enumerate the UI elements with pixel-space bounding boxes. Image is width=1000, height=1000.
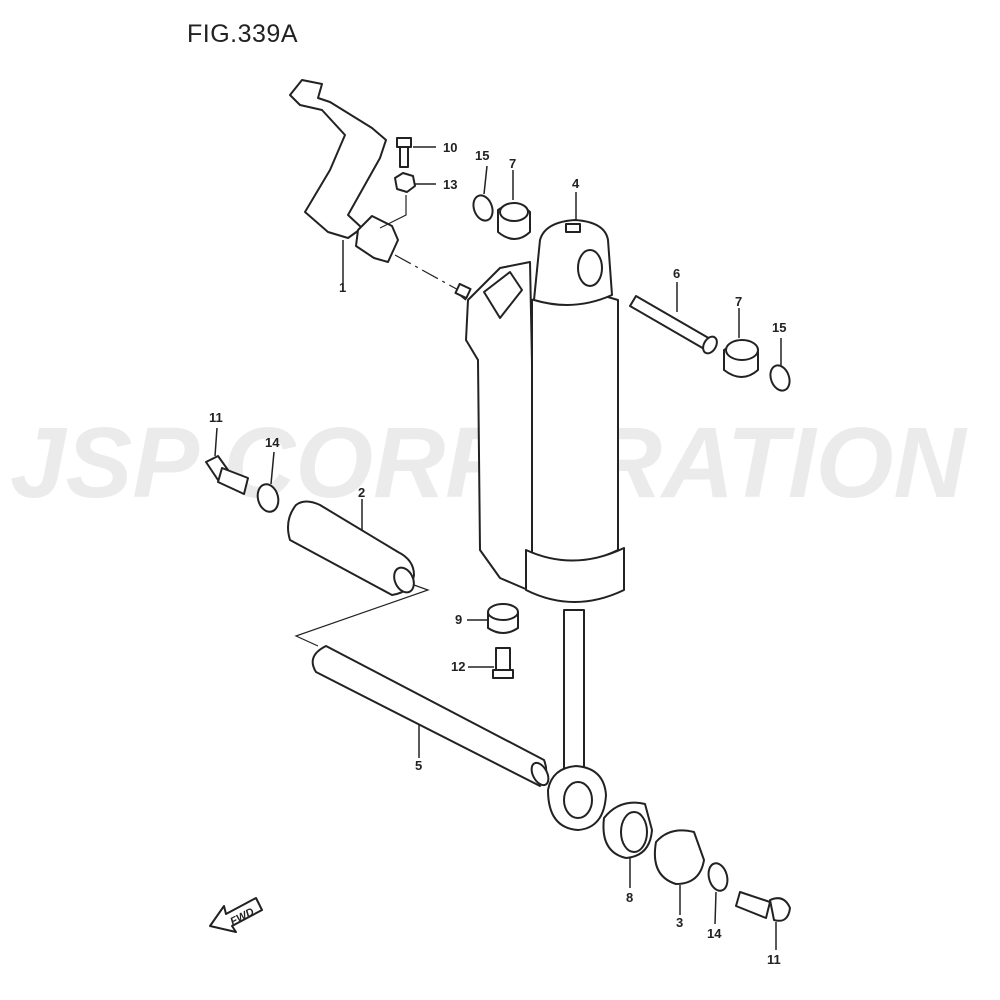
part-15-snap-ring-upper [472,194,494,222]
callout-14-left: 14 [265,435,280,450]
callout-12: 12 [451,659,465,674]
assembly-link-line [294,584,430,647]
callout-7-right: 7 [735,294,742,309]
callout-6: 6 [673,266,680,281]
part-11-bolt-left [205,455,249,495]
fwd-label: FWD [228,906,256,928]
callout-1: 1 [339,280,346,295]
part-13-nut [394,172,416,193]
part-7-bushing-upper [497,202,531,240]
callout-4: 4 [572,176,580,191]
part-15-snap-ring-right [769,364,791,392]
figure-title: FIG.339A [187,20,298,48]
callout-15-upper: 15 [475,148,489,163]
callout-8: 8 [626,890,633,905]
part-10-bolt [396,137,412,168]
callout-3: 3 [676,915,683,930]
callout-15-right: 15 [772,320,786,335]
callout-7-upper: 7 [509,156,516,171]
leader-lines [214,146,782,950]
callout-13: 13 [443,177,457,192]
part-9-collar [487,603,519,634]
part-14-washer-left [256,483,280,513]
callout-11-right: 11 [767,952,781,967]
part-8-bushing [602,801,653,859]
trim-cylinder-assembly [454,219,625,831]
part-6-pin [629,295,718,355]
callout-10: 10 [443,140,457,155]
part-2-sleeve [287,500,415,596]
fwd-arrow-icon [209,897,263,933]
part-11-bolt-right [735,891,791,922]
callout-2: 2 [358,485,365,500]
callout-14-right: 14 [707,926,722,941]
part-1-bracket [289,79,463,293]
part-12-bolt [492,647,514,679]
part-3-spacer [654,829,705,885]
callout-9: 9 [455,612,462,627]
bolt-alignment-line [379,195,407,229]
part-14-washer-right [707,862,729,892]
fwd-arrow-badge: FWD [209,897,263,933]
part-5-tube [311,645,550,787]
callout-5: 5 [415,758,422,773]
callout-11-left: 11 [209,410,223,425]
part-7-bushing-right [723,339,759,378]
